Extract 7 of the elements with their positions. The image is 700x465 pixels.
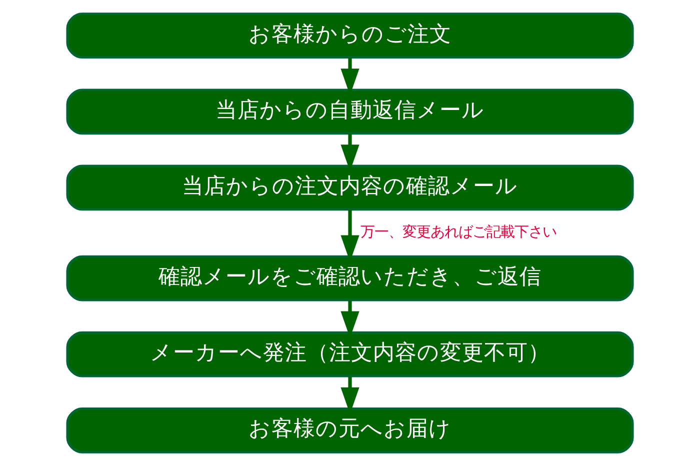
node-box: お客様からのご注文 [66, 12, 634, 58]
edge-label: 万一、変更あればご記載下さい [360, 224, 557, 240]
node-box: 確認メールをご確認いただき、ご返信 [66, 254, 634, 301]
node-box: 当店からの注文内容の確認メール [66, 164, 634, 210]
node-box: メーカーへ発注（注文内容の変更不可） [66, 330, 634, 377]
node-box: 当店からの自動返信メール [66, 88, 634, 134]
node-box: お客様の元へお届け [66, 407, 634, 453]
